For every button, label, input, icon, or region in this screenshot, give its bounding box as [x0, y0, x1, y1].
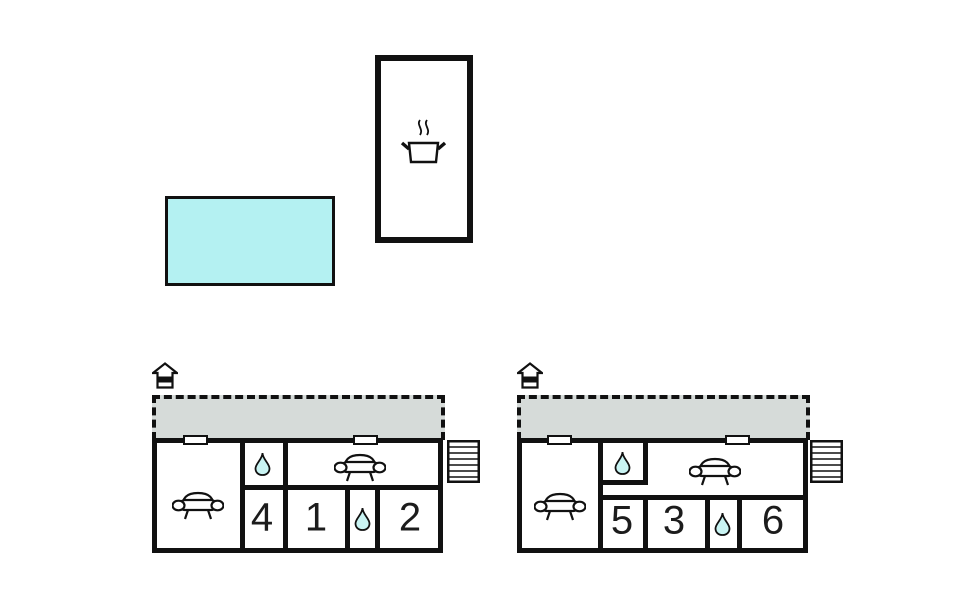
wall — [598, 495, 803, 500]
water-drop-icon — [614, 451, 631, 475]
wall — [643, 443, 648, 485]
ground-floor-indicator-icon — [152, 362, 178, 389]
wall — [737, 495, 742, 548]
room-number: 6 — [761, 498, 785, 543]
sofa-icon — [172, 491, 224, 520]
terrace — [517, 395, 810, 440]
stairs-icon — [810, 440, 843, 483]
swimming-pool — [165, 196, 335, 286]
wall — [240, 443, 245, 548]
unit-1-floor-plan: 4 1 2 — [152, 435, 443, 553]
unit-1: 4 1 2 — [150, 362, 495, 562]
sofa-icon — [334, 453, 386, 482]
stairs-icon — [447, 440, 480, 483]
wall — [345, 485, 350, 548]
wall — [375, 485, 380, 548]
wall — [598, 480, 648, 485]
room-number: 1 — [304, 495, 328, 540]
wall — [283, 443, 288, 548]
wall — [240, 485, 438, 490]
unit-2: 5 3 6 — [515, 362, 860, 562]
unit-2-floor-plan: 5 3 6 — [517, 435, 808, 553]
water-drop-icon — [254, 452, 271, 476]
window-icon — [353, 435, 378, 445]
window-icon — [547, 435, 572, 445]
room-number: 2 — [398, 495, 422, 540]
wall — [643, 495, 648, 548]
kitchen-outbuilding — [375, 55, 473, 243]
wall — [705, 495, 710, 548]
water-drop-icon — [354, 507, 371, 531]
room-number: 4 — [250, 495, 274, 540]
room-number: 3 — [662, 498, 686, 543]
water-drop-icon — [714, 512, 731, 536]
cooking-pot-icon — [400, 119, 446, 164]
room-number: 5 — [610, 498, 634, 543]
terrace — [152, 395, 445, 440]
window-icon — [725, 435, 750, 445]
sofa-icon — [534, 492, 586, 521]
sofa-icon — [689, 457, 741, 486]
ground-floor-indicator-icon — [517, 362, 543, 389]
window-icon — [183, 435, 208, 445]
